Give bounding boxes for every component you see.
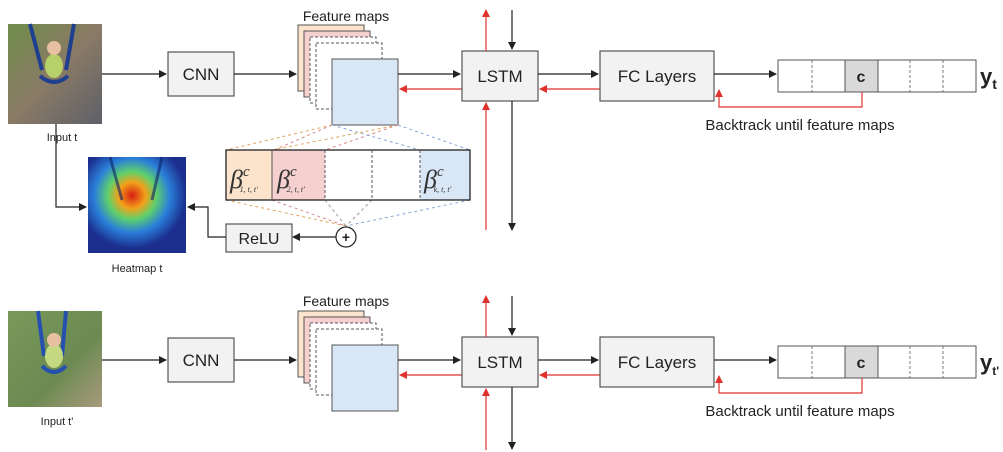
arrow-input-to-heatmap [55,124,87,211]
lstm-label: LSTM [477,67,522,86]
input-image-t [8,23,102,124]
output-vector [777,345,977,379]
feature-maps-label: Feature maps [303,8,389,24]
relu-label: ReLU [239,231,280,248]
backtrack-label: Backtrack until feature maps [705,117,894,134]
row-2: Input t' CNN Feature maps LSTM FC Layers [8,293,999,450]
output-label: yt' [980,350,999,378]
feature-maps-stack [297,310,399,412]
input-label: Input t' [41,416,74,428]
input-image-t-prime [8,310,102,407]
arrow-relu-to-heatmap [187,203,226,238]
output-vector [777,59,977,93]
lstm-label: LSTM [477,353,522,372]
sum-symbol: + [342,229,350,245]
backtrack-arrow-output-to-fc [715,89,863,108]
backtrack-arrow-output-to-fc [715,375,863,394]
input-label: Input t [47,132,78,144]
cnn-box [167,51,235,97]
lstm-box [461,336,539,388]
relu-box [225,223,293,253]
cnn-label: CNN [183,65,220,84]
heatmap-image [88,156,186,253]
lstm-box [461,50,539,102]
fc-layers-box [599,336,715,388]
fc-layers-box [599,50,715,102]
class-cell-label: c [857,69,866,86]
feature-maps-stack [297,24,399,126]
attention-weights-vector [225,149,471,201]
fc-layers-label: FC Layers [618,67,696,86]
output-label: yt [980,64,997,92]
class-cell-label: c [857,355,866,372]
cnn-label: CNN [183,351,220,370]
feature-maps-label: Feature maps [303,293,389,309]
row-1: Input t CNN Feature maps LSTM FC Layers [8,8,997,231]
fc-layers-label: FC Layers [618,353,696,372]
heatmap-label: Heatmap t [112,263,163,275]
backtrack-label: Backtrack until feature maps [705,403,894,420]
cnn-box [167,337,235,383]
